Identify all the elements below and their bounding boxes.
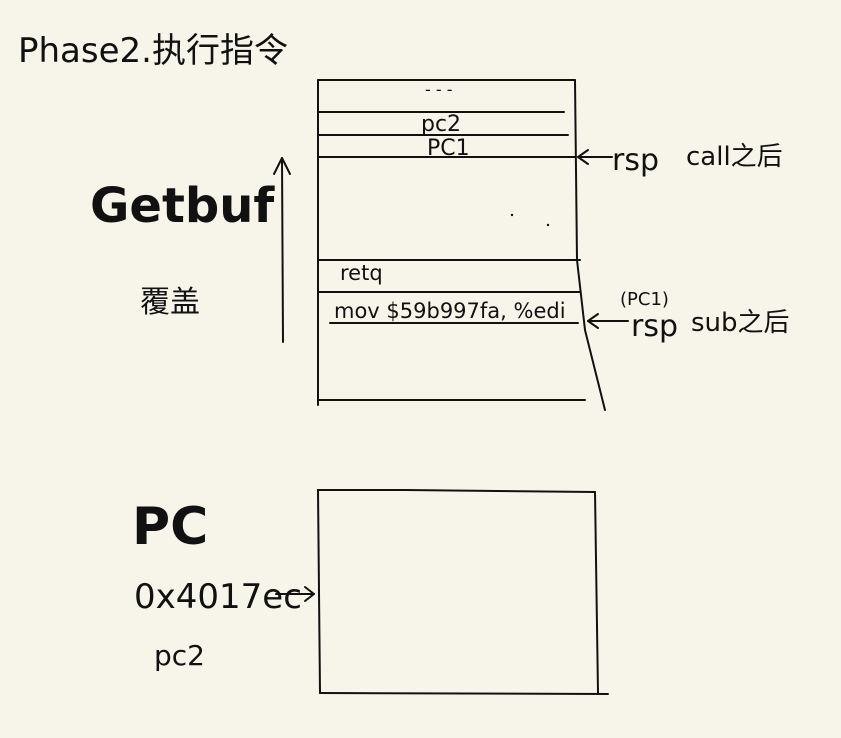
page-title: Phase2.执行指令 [18, 31, 288, 71]
stack-top-dots: - - - [425, 80, 453, 99]
pc-address: 0x4017ec [134, 577, 302, 617]
getbuf-label: Getbuf [90, 178, 275, 234]
pc-box [317, 489, 609, 695]
rsp-after-call-label: rsp [612, 143, 659, 178]
rsp-after-sub-label: rsp [631, 309, 678, 344]
stack-right-edge [574, 79, 606, 411]
pc-pointer-arrow [275, 586, 315, 602]
stack-dot [510, 213, 514, 217]
stack-frame [317, 79, 606, 411]
rsp-after-call-arrow [577, 149, 613, 165]
stack-dot [546, 223, 550, 227]
rsp-after-sub-note: sub之后 [691, 308, 790, 338]
rsp-after-call-note: call之后 [686, 142, 783, 172]
stack-cell-pc1: PC1 [427, 136, 470, 161]
pc-label: PC [132, 497, 208, 557]
stack-cell-mov: mov $59b997fa, %edi [334, 299, 566, 323]
stack-cell-retq: retq [340, 261, 383, 285]
cover-direction-arrow [273, 157, 291, 343]
pc-name: pc2 [154, 639, 205, 672]
stack-cell-pc2: pc2 [421, 112, 461, 137]
cover-label: 覆盖 [140, 285, 200, 320]
pc1-marker: (PC1) [620, 289, 669, 310]
rsp-after-sub-arrow [587, 313, 629, 329]
